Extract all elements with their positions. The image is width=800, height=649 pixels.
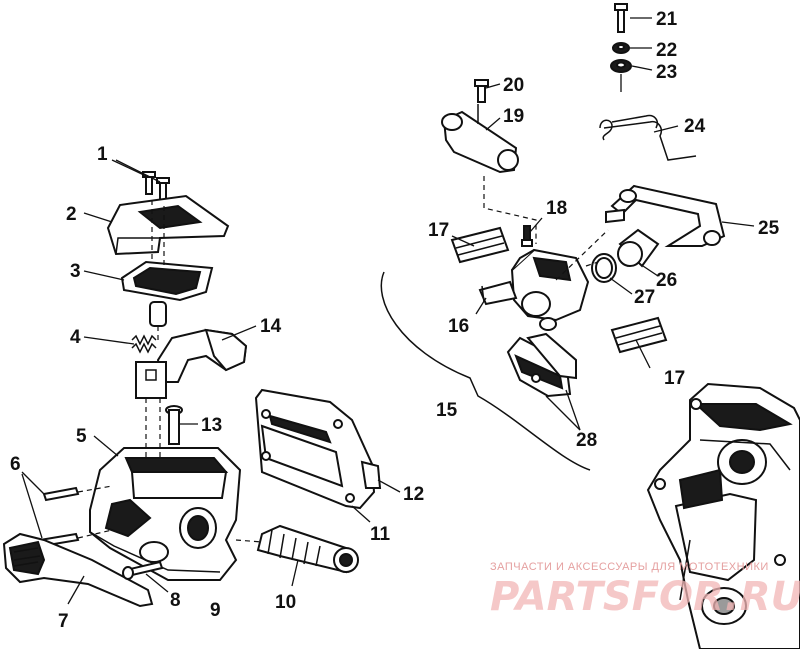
alignment-line: [235, 539, 263, 543]
part-caliper-body: [510, 248, 590, 331]
callout-22: 22: [656, 40, 677, 61]
part-washer-23: [610, 59, 632, 73]
callout-26: 26: [656, 270, 677, 291]
part-gasket-3: [120, 260, 214, 302]
watermark-caption: ЗАПЧАСТИ И АКСЕССУАРЫ ДЛЯ МОТОТЕХНИКИ: [490, 561, 769, 573]
alignment-line: [77, 529, 113, 539]
callout-24: 24: [684, 116, 706, 137]
part-screws-1: [142, 171, 170, 201]
callout-12: 12: [403, 484, 424, 505]
part-engine-casing: [646, 382, 800, 649]
part-piston-26: [617, 228, 660, 268]
part-piston: [149, 301, 167, 327]
callout-14: 14: [260, 316, 282, 337]
part-shim-17a: [450, 226, 510, 264]
callout-9: 9: [210, 600, 221, 621]
callout-17b: 17: [664, 368, 685, 389]
part-lever-14: [135, 328, 248, 399]
part-spring-4: [131, 334, 157, 354]
part-seal-27: [591, 253, 617, 283]
part-bleeder-18: [521, 225, 533, 247]
callout-23: 23: [656, 62, 677, 83]
part-brake-lever-7: [2, 532, 154, 608]
callout-1: 1: [97, 144, 108, 165]
watermark: ЗАПЧАСТИ И АКСЕССУАРЫ ДЛЯ МОТОТЕХНИКИ PA…: [490, 561, 800, 620]
callout-27: 27: [634, 287, 655, 308]
leader-lines: [21, 17, 755, 605]
part-spring-clip-24: [599, 114, 697, 161]
callout-3: 3: [70, 261, 81, 282]
part-pin-13: [165, 405, 183, 445]
callout-5: 5: [76, 426, 87, 447]
callout-19: 19: [503, 106, 524, 127]
part-screws-6: [38, 486, 80, 548]
part-bolt-21: [614, 3, 628, 33]
part-bolt-8: [122, 560, 164, 580]
part-washer-22: [612, 42, 630, 54]
callout-20: 20: [503, 75, 524, 96]
alignment-line: [555, 229, 609, 281]
callout-2: 2: [66, 204, 77, 225]
callout-11: 11: [370, 524, 391, 545]
callout-10: 10: [275, 592, 296, 613]
callout-13: 13: [201, 415, 222, 436]
callout-6: 6: [10, 454, 21, 475]
callout-4: 4: [70, 327, 81, 348]
alignment-line: [585, 261, 599, 267]
part-pads-28: [506, 332, 577, 398]
part-bracket-25: [605, 184, 726, 247]
callout-25: 25: [758, 218, 780, 239]
alignment-line: [483, 176, 537, 244]
callout-8: 8: [170, 590, 181, 611]
callout-18: 18: [546, 198, 567, 219]
callout-17a: 17: [428, 220, 449, 241]
part-bolt-20: [474, 79, 489, 103]
callout-15: 15: [436, 400, 458, 421]
part-housing-5: [89, 447, 242, 581]
part-shim-17b: [610, 316, 668, 354]
part-throttle-tube-10: [256, 524, 359, 574]
alignment-line: [77, 485, 113, 493]
callout-16: 16: [448, 316, 469, 337]
callout-28: 28: [576, 430, 597, 451]
part-slide-pin-16: [478, 280, 518, 306]
watermark-logo: PARTSFOR.RU: [490, 574, 800, 620]
part-cover-2: [106, 194, 230, 256]
part-fitting-19: [441, 104, 519, 174]
part-side-cover-11-12: [254, 388, 382, 510]
callout-7: 7: [58, 611, 69, 632]
callout-21: 21: [656, 9, 678, 30]
group-bracket-15: [380, 271, 591, 471]
